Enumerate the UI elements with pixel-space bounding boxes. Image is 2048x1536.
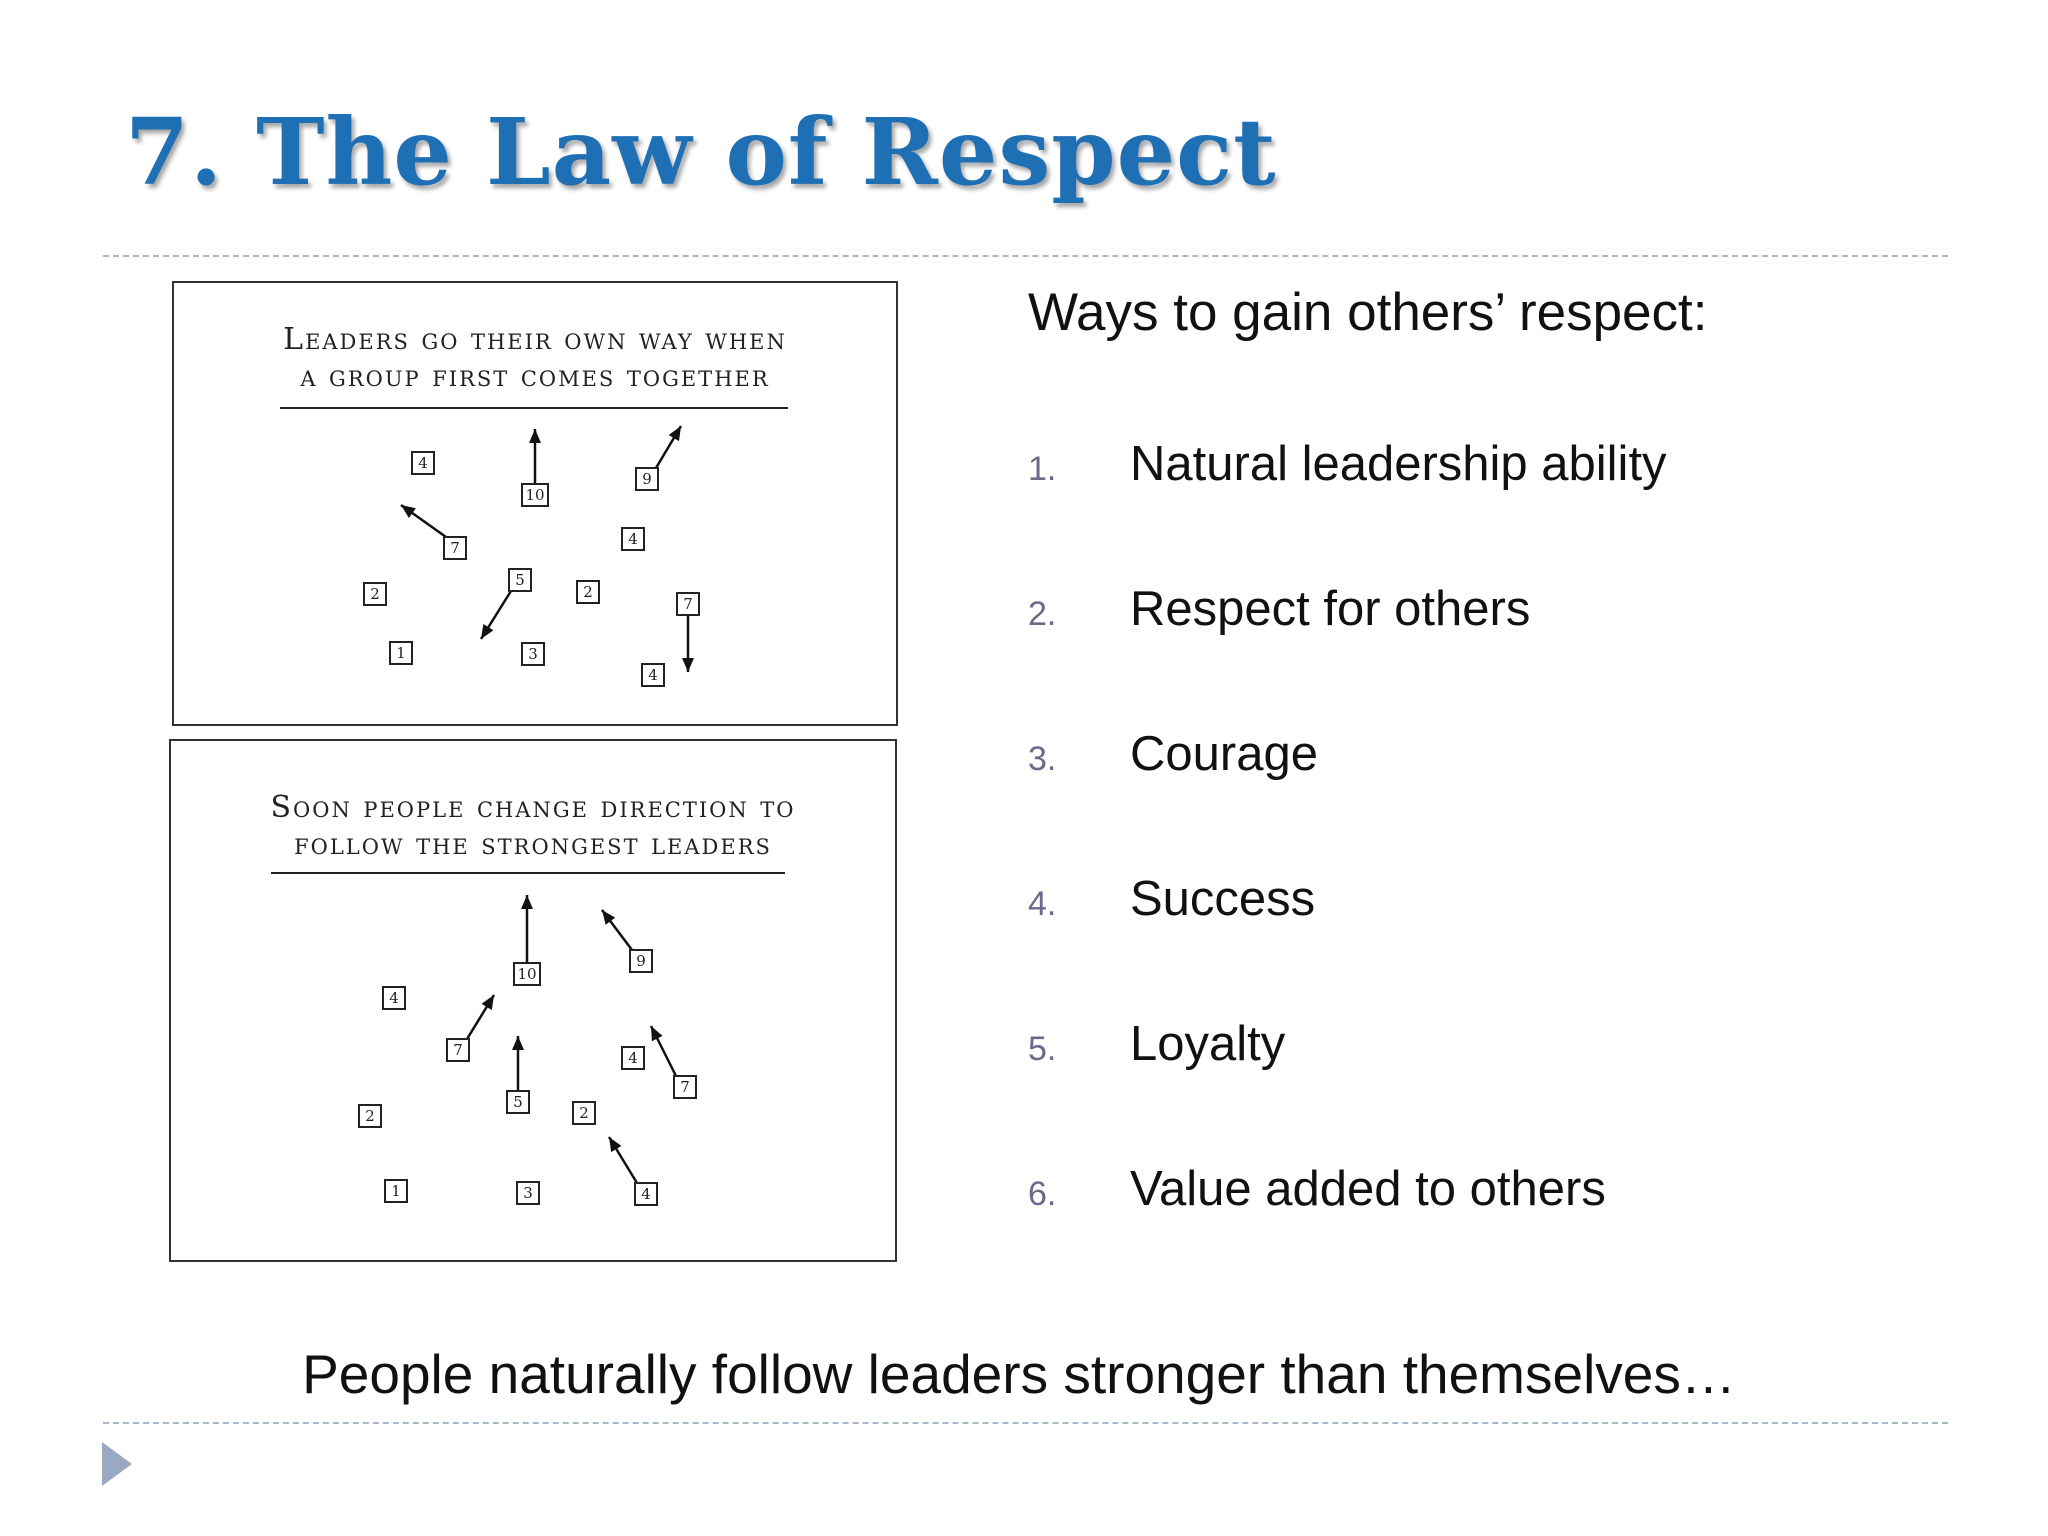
figure-caption: Leaders go their own way when a group fi… [174,321,896,395]
person-box-label: 7 [453,1041,463,1059]
list-item-number: 1. [1028,450,1057,488]
person-box: 3 [516,1181,540,1205]
person-box-label: 2 [370,585,380,603]
person-box: 9 [629,949,653,973]
person-box: 4 [382,986,406,1010]
figure-follow-strongest: Soon people change direction to follow t… [169,739,897,1262]
figure-leaders-own-way: Leaders go their own way when a group fi… [172,281,898,726]
list-heading: Ways to gain others’ respect: [1028,283,1708,342]
caption-line-1: Leaders go their own way when [283,322,787,357]
person-box: 7 [673,1075,697,1099]
person-box-label: 5 [513,1093,523,1111]
top-divider [103,255,1948,257]
caption-line-2: follow the strongest leaders [294,827,772,862]
person-box-label: 2 [365,1107,375,1125]
direction-arrow [649,1025,678,1077]
person-box: 2 [358,1104,382,1128]
person-box: 4 [621,527,645,551]
person-box: 10 [521,483,549,507]
person-box: 10 [513,962,541,986]
direction-arrow [400,503,447,539]
footer-statement: People naturally follow leaders stronger… [302,1343,1736,1405]
person-box: 5 [506,1090,530,1114]
list-item-number: 5. [1028,1030,1057,1068]
person-box-label: 10 [525,486,544,504]
person-box-label: 3 [523,1184,533,1202]
person-box: 4 [411,451,435,475]
person-box: 2 [363,582,387,606]
person-box: 4 [641,663,665,687]
figure-caption: Soon people change direction to follow t… [171,789,895,863]
direction-arrow [512,1036,524,1091]
person-box: 1 [384,1179,408,1203]
person-box: 4 [634,1182,658,1206]
list-item-text: Respect for others [1130,582,1531,636]
list-item-number: 4. [1028,885,1057,923]
person-box-label: 9 [636,952,646,970]
list-item-number: 3. [1028,740,1057,778]
person-box: 7 [446,1038,470,1062]
person-box-label: 3 [528,645,538,663]
person-box: 3 [521,642,545,666]
direction-arrow [654,425,683,469]
list-item-text: Success [1130,872,1316,926]
caption-underline [280,407,788,409]
direction-arrow [607,1136,639,1184]
person-box-label: 4 [628,530,638,548]
list-item-text: Natural leadership ability [1130,437,1667,491]
person-box-label: 4 [648,666,658,684]
person-box-label: 7 [680,1078,690,1096]
person-box-label: 4 [641,1185,651,1203]
person-box-label: 10 [517,965,536,983]
bottom-divider [103,1422,1948,1424]
direction-arrow [601,909,633,951]
person-box: 2 [576,580,600,604]
figure-diagram: 4 10 9 7 4 5 2 2 7 1 3 4 [363,425,700,687]
person-box: 5 [508,568,532,592]
list-item-number: 6. [1028,1175,1057,1213]
slide-title: 7. The Law of Respect [125,98,1277,206]
person-box-label: 1 [396,644,406,662]
person-box-label: 4 [418,454,428,472]
list-item-text: Loyalty [1130,1017,1286,1071]
triangle-right-icon[interactable] [102,1442,132,1486]
person-box-label: 4 [389,989,399,1007]
direction-arrow [465,994,496,1040]
person-box: 7 [443,536,467,560]
person-box-label: 7 [450,539,460,557]
person-box-label: 4 [628,1049,638,1067]
list-item-number: 2. [1028,595,1057,633]
person-box-label: 9 [642,470,652,488]
list-item-text: Courage [1130,727,1318,781]
caption-line-2: a group first comes together [300,359,770,394]
person-box-label: 7 [683,595,693,613]
caption-underline [271,872,785,874]
direction-arrow [682,615,694,672]
direction-arrow [479,590,513,640]
person-box-label: 2 [583,583,593,601]
direction-arrow [529,429,541,484]
person-box-label: 1 [391,1182,401,1200]
direction-arrow [521,895,533,963]
list-item-text: Value added to others [1130,1162,1606,1216]
person-box: 1 [389,641,413,665]
person-box: 4 [621,1046,645,1070]
person-box-label: 2 [579,1104,589,1122]
person-box: 7 [676,592,700,616]
person-box: 9 [635,467,659,491]
figure-diagram: 10 9 4 7 4 7 5 2 2 1 3 4 [358,895,697,1206]
person-box: 2 [572,1101,596,1125]
caption-line-1: Soon people change direction to [270,790,796,825]
person-box-label: 5 [515,571,525,589]
